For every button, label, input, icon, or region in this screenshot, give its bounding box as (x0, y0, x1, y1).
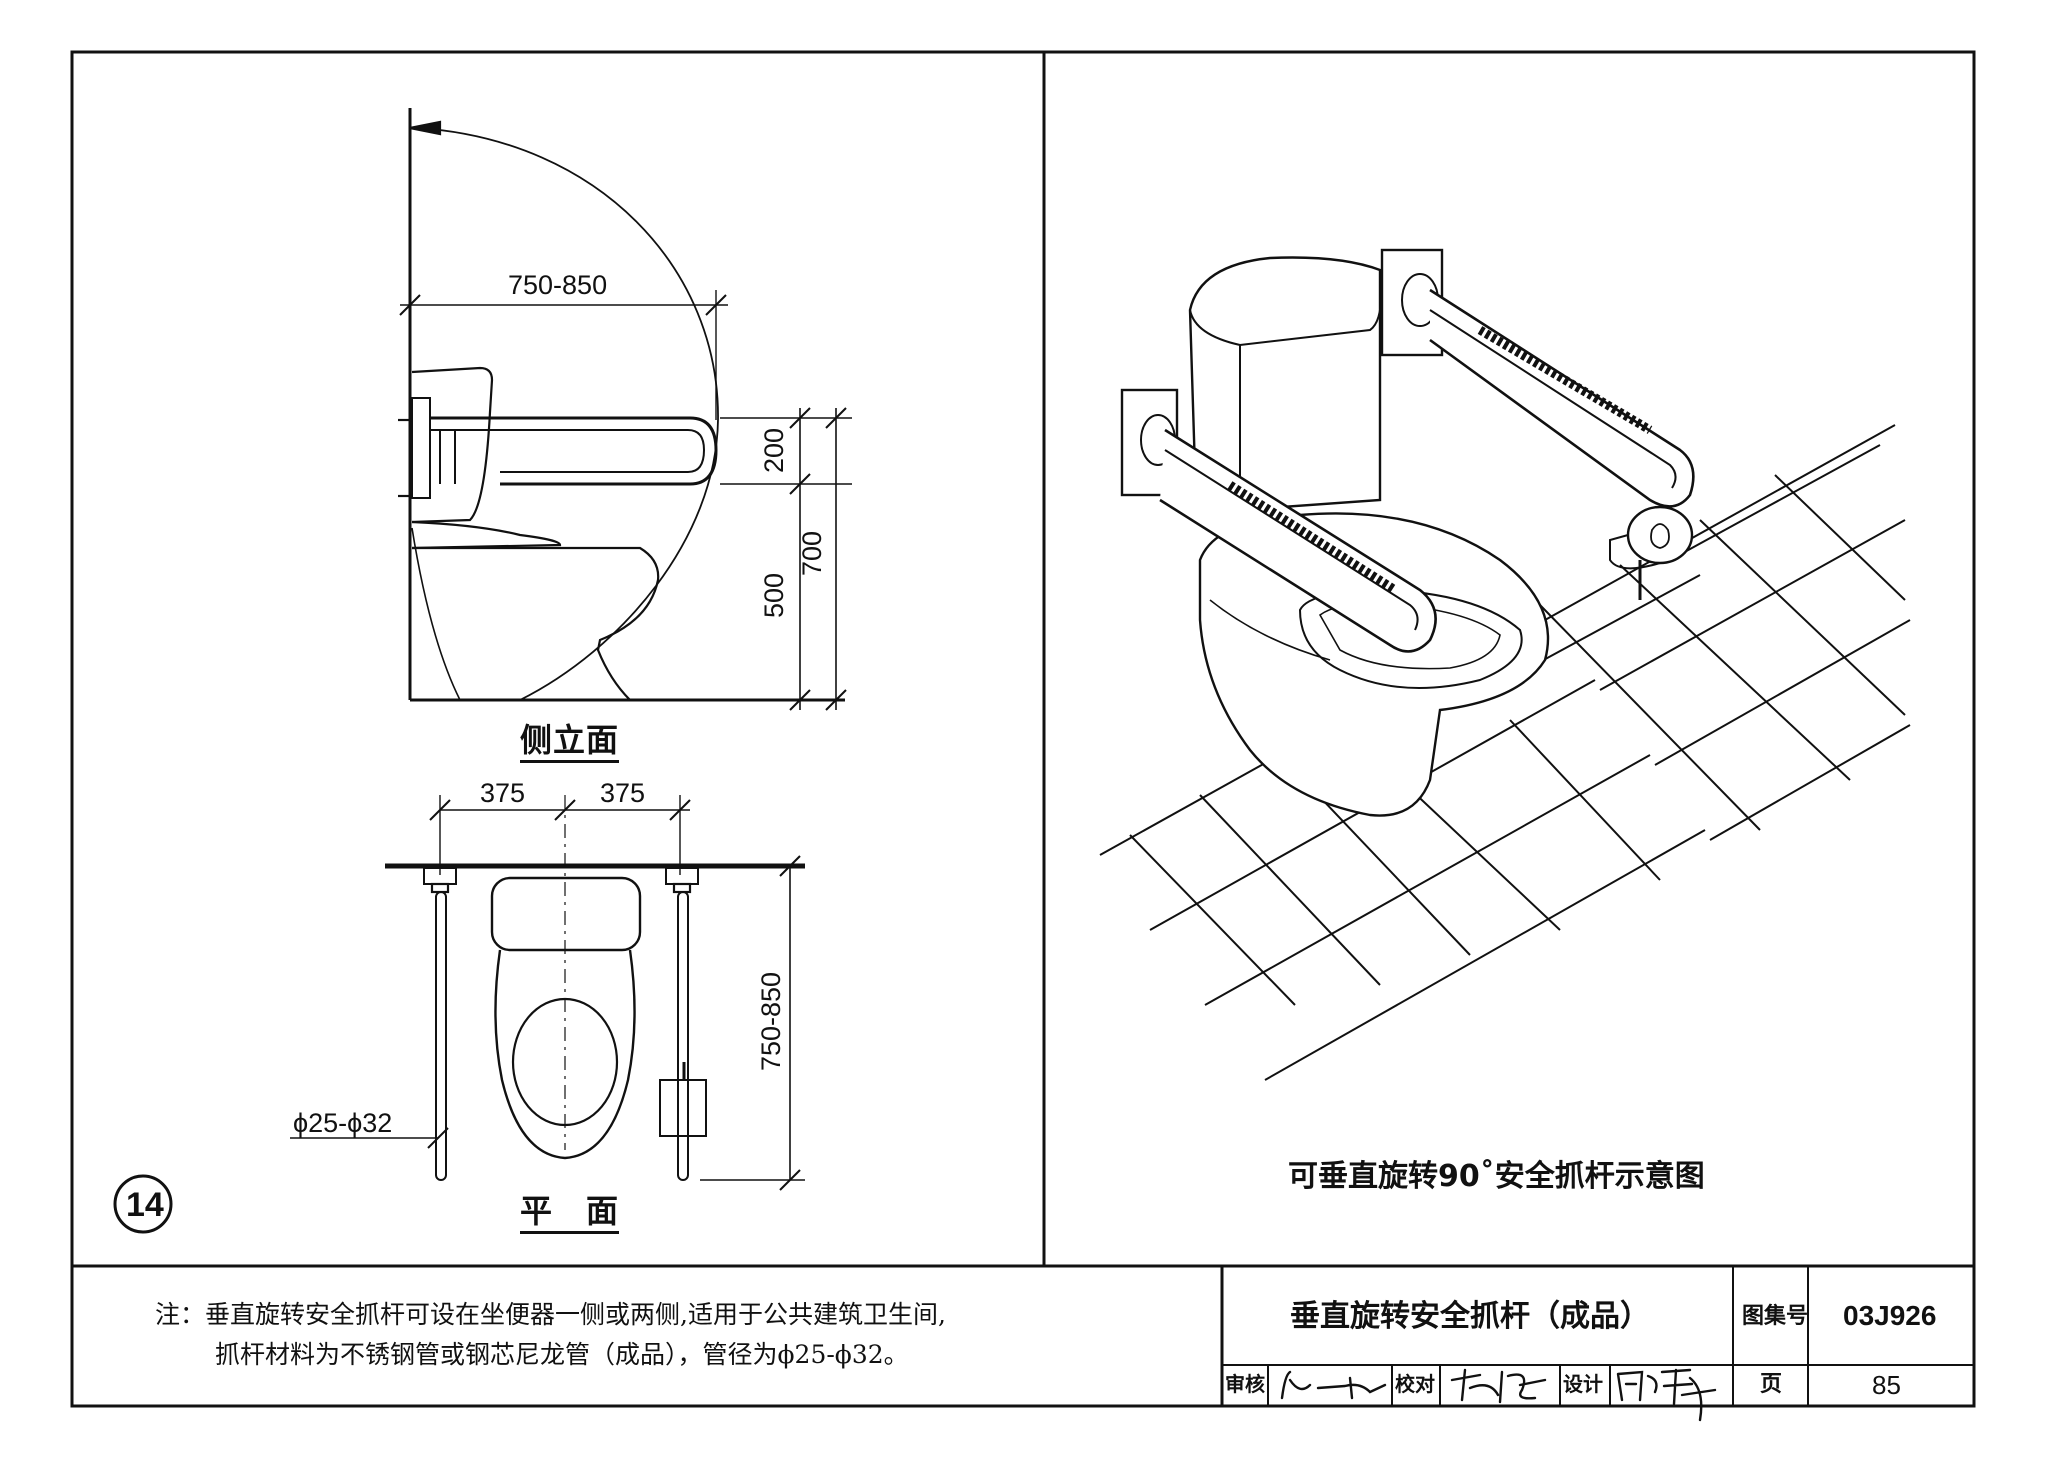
signature-design (1616, 1368, 1717, 1422)
note-line-2: 抓杆材料为不锈钢管或钢芯尼龙管（成品），管径为ϕ25-ϕ32。 (215, 1340, 909, 1369)
back-bar-grip (1477, 326, 1653, 434)
detail-number-circle (113, 1174, 173, 1234)
front-bar-grip (1227, 481, 1398, 594)
rotation-arc (417, 127, 719, 701)
plan-title: 平 面 (520, 1195, 620, 1234)
side-elevation-title: 侧立面 (520, 724, 620, 763)
perspective-drawing (1099, 248, 1911, 1081)
dim-right-offset: 375 (600, 778, 646, 808)
design-label: 设计 (1563, 1372, 1603, 1396)
check-label: 校对 (1395, 1372, 1435, 1396)
signature-review (1280, 1370, 1387, 1400)
atlas-label: 图集号 (1742, 1304, 1809, 1329)
perspective-caption: 可垂直旋转90˚安全抓杆示意图 (1288, 1159, 1705, 1194)
page-number: 85 (1872, 1370, 1901, 1400)
signature-check (1450, 1368, 1547, 1404)
atlas-number: 03J926 (1843, 1300, 1937, 1331)
note-line-1: 注：垂直旋转安全抓杆可设在坐便器一侧或两侧,适用于公共建筑卫生间, (155, 1300, 946, 1329)
dim-left-offset: 375 (480, 778, 526, 808)
drawing-title: 垂直旋转安全抓杆（成品） (1290, 1299, 1650, 1334)
review-label: 审核 (1225, 1372, 1265, 1396)
detail-number: 14 (126, 1186, 164, 1224)
page-label: 页 (1760, 1372, 1783, 1397)
plan-drawing (113, 795, 805, 1234)
side-elevation-drawing (398, 108, 852, 711)
dim-pipe-diameter: ϕ25-ϕ32 (293, 1108, 393, 1138)
dim-reach: 750-850 (508, 270, 608, 300)
sheet-border (70, 50, 1976, 1408)
